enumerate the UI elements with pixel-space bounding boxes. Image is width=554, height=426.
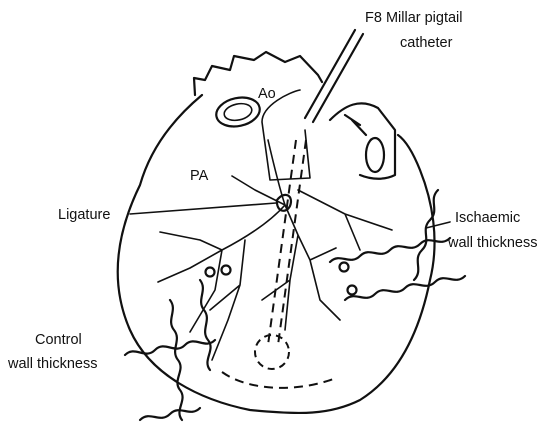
right-vessel [330, 103, 395, 178]
right-vessel-opening [366, 138, 384, 172]
heart-outline [118, 95, 435, 413]
ischaemic-strand-3 [345, 276, 465, 300]
ischaemic-strand-2 [330, 238, 450, 262]
pulmonary-ring-outer [214, 94, 263, 131]
pigtail-tip [255, 335, 289, 369]
aorta-label: Ao [258, 86, 276, 102]
control-label-line1: Control [35, 332, 82, 348]
ligature-leader [130, 203, 276, 214]
control-wire-bottom [140, 408, 200, 420]
ischaemic-crystal-a [340, 263, 349, 272]
catheter-label-line2: catheter [400, 35, 453, 51]
pulmonary-artery-label: PA [190, 168, 209, 184]
control-crystal-strand-1 [200, 280, 211, 370]
catheter-dashed [268, 140, 296, 345]
ischaemic-leader [426, 222, 450, 228]
control-crystal-strand-2 [170, 300, 183, 420]
right-vessel-mark [345, 115, 366, 135]
ischaemic-label-line1: Ischaemic [455, 210, 520, 226]
ligature-label: Ligature [58, 207, 110, 223]
aorta-vessel [262, 90, 310, 180]
ischaemic-crystal-b [348, 286, 357, 295]
control-wire-left [125, 340, 215, 355]
pulmonary-ring-inner [223, 101, 254, 122]
ventricle-dashed [222, 372, 336, 388]
ischaemic-label-line2: wall thickness [447, 235, 537, 251]
control-crystal-b [222, 266, 231, 275]
catheter-shaft [305, 30, 355, 118]
control-crystal-a [206, 268, 215, 277]
catheter-label-line1: F8 Millar pigtail [365, 10, 463, 26]
control-label-line2: wall thickness [7, 356, 97, 372]
